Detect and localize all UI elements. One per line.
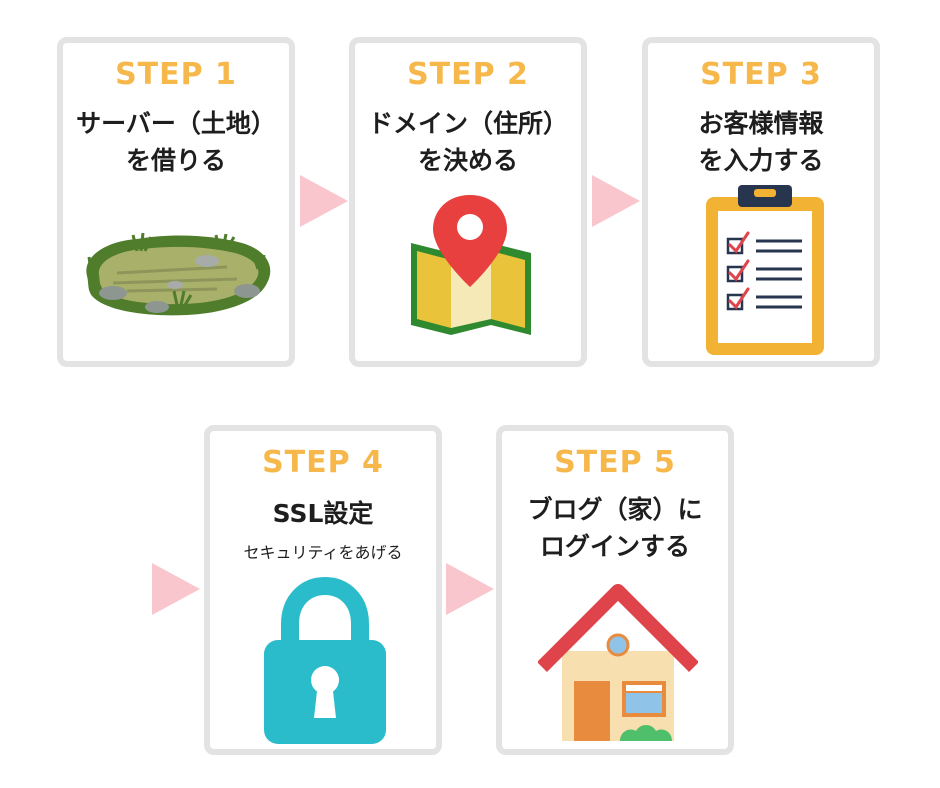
step-1-card: STEP 1 サーバー（土地） を借りる [57,37,295,367]
step-2-title-line2: を決める [417,146,518,175]
step-4-title-line1: SSL設定 [272,499,374,528]
arrow-1-to-2 [300,175,348,227]
step-2-title-line1: ドメイン（住所） [367,109,568,138]
arrow-4-to-5 [446,563,494,615]
clipboard-checklist-icon [706,185,824,355]
step-2-card: STEP 2 ドメイン（住所） を決める [349,37,587,367]
step-1-title-line2: を借りる [125,146,226,175]
arrow-into-4 [152,563,200,615]
step-1-label: STEP 1 [115,57,237,92]
arrow-2-to-3 [592,175,640,227]
house-icon [538,584,698,741]
step-4-card: STEP 4 SSL設定 セキュリティをあげる [204,425,442,755]
land-icon [86,232,271,316]
step-3-card: STEP 3 お客様情報 を入力する [642,37,880,367]
padlock-icon [264,576,386,744]
step-3-title-line2: を入力する [698,146,824,175]
step-5-card: STEP 5 ブログ（家）に ログインする [496,425,734,755]
map-pin-icon [411,195,531,335]
step-2-label: STEP 2 [407,57,529,92]
step-4-subtitle: セキュリティをあげる [243,543,403,562]
step-5-title-line1: ブログ（家）に [527,495,703,524]
step-4-label: STEP 4 [262,445,384,480]
step-5-label: STEP 5 [554,445,676,480]
step-3-title-line1: お客様情報 [698,109,824,138]
step-3-label: STEP 3 [700,57,822,92]
step-5-title-line2: ログインする [539,532,690,561]
step-1-title-line1: サーバー（土地） [76,109,276,138]
